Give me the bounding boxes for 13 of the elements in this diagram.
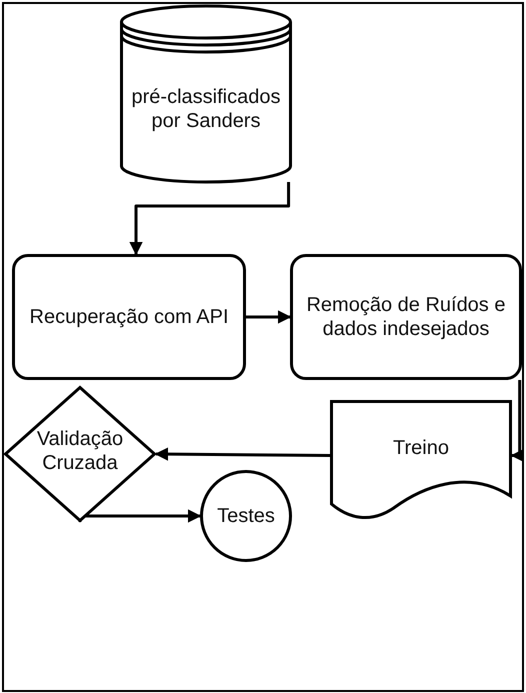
- process-box: [12, 254, 246, 380]
- node-label: Recuperação com API: [30, 305, 228, 329]
- arrow: [129, 182, 290, 256]
- arrow: [246, 310, 292, 324]
- arrow: [510, 380, 524, 462]
- arrow: [78, 509, 202, 523]
- node-label: Remoção de Ruídos e dados indesejados: [305, 293, 506, 341]
- process-box: [290, 254, 522, 380]
- node-label: pré-classificados por Sanders: [130, 85, 282, 133]
- node-label: Treino: [393, 436, 449, 460]
- node-label: Validação Cruzada: [36, 427, 124, 475]
- arrow: [154, 447, 330, 461]
- node-label: Testes: [217, 504, 275, 528]
